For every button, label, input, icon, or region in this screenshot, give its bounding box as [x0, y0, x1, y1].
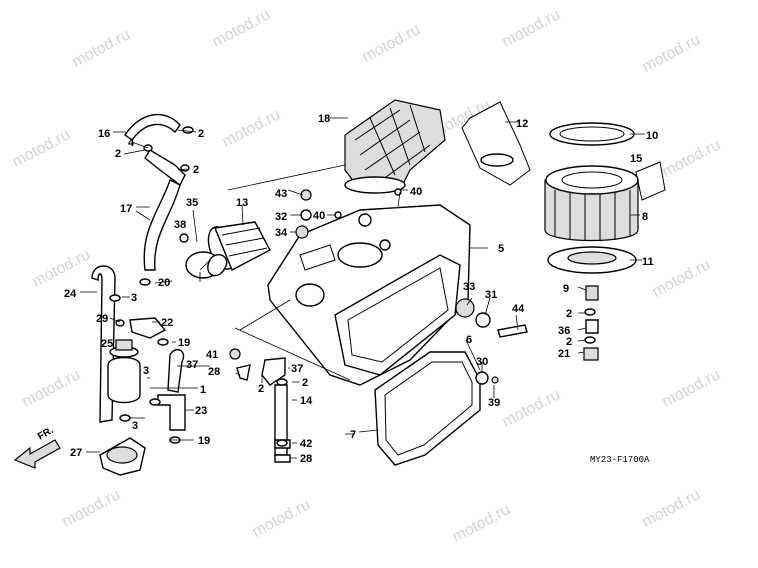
callout-2: 2: [193, 164, 199, 176]
callout-2: 2: [566, 336, 572, 348]
breather-hoses: [91, 113, 288, 456]
callout-37: 37: [291, 363, 303, 375]
callout-24: 24: [64, 288, 77, 300]
diagram-code: MY23-F1700A: [590, 455, 650, 465]
callout-41: 41: [206, 349, 218, 361]
band-27: [99, 437, 146, 476]
callout-30: 30: [476, 356, 488, 368]
small-hardware: [179, 188, 599, 463]
callout-38: 38: [174, 219, 186, 231]
air-cleaner-element-8: [544, 165, 639, 242]
callout-42: 42: [300, 438, 312, 450]
callout-25: 25: [101, 338, 113, 350]
callout-31: 31: [485, 289, 497, 301]
callout-8: 8: [642, 211, 648, 223]
front-arrow: FR.: [13, 425, 61, 469]
callout-9: 9: [563, 283, 569, 295]
callout-3: 3: [143, 365, 149, 377]
callout-6: 6: [466, 334, 472, 346]
front-label: FR.: [36, 425, 56, 443]
callout-1: 1: [200, 384, 206, 396]
drain-filter-25: [107, 339, 141, 404]
callout-19: 19: [198, 435, 210, 447]
callout-16: 16: [98, 128, 110, 140]
callout-23: 23: [195, 405, 207, 417]
callout-labels: 16 4 2 2 2 17 35 13 38 20 24 3 29 22 25 …: [64, 113, 658, 465]
callout-35: 35: [186, 197, 198, 209]
callout-2: 2: [115, 148, 121, 160]
callout-37: 37: [186, 359, 198, 371]
callout-22: 22: [161, 317, 173, 329]
callout-40: 40: [313, 210, 325, 222]
callout-28: 28: [300, 453, 312, 465]
air-cleaner-housing: [267, 204, 471, 386]
callout-15: 15: [630, 153, 642, 165]
callout-20: 20: [158, 277, 170, 289]
callout-10: 10: [646, 130, 658, 142]
callout-29: 29: [96, 313, 108, 325]
callout-36: 36: [558, 325, 570, 337]
callout-12: 12: [516, 118, 528, 130]
callout-34: 34: [275, 227, 288, 239]
spring-15: [635, 161, 666, 201]
callout-11: 11: [642, 256, 654, 268]
callout-2: 2: [302, 377, 308, 389]
callout-4: 4: [128, 137, 135, 149]
callout-5: 5: [498, 243, 504, 255]
callout-2: 2: [198, 128, 204, 140]
connecting-tube-13: [185, 221, 271, 279]
callout-2: 2: [566, 308, 572, 320]
callout-3: 3: [131, 292, 137, 304]
callout-19: 19: [178, 337, 190, 349]
case-cover-7: [374, 351, 481, 466]
callout-28: 28: [208, 366, 220, 378]
callout-43: 43: [275, 188, 287, 200]
callout-39: 39: [488, 397, 500, 409]
callout-44: 44: [512, 303, 525, 315]
hose-clips: [109, 126, 596, 447]
element-base-11: [547, 246, 637, 274]
callout-32: 32: [275, 211, 287, 223]
callout-14: 14: [300, 395, 313, 407]
callout-7: 7: [350, 429, 356, 441]
callout-21: 21: [558, 348, 570, 360]
callout-2: 2: [258, 383, 264, 395]
callout-18: 18: [318, 113, 330, 125]
callout-40: 40: [410, 186, 422, 198]
callout-27: 27: [70, 447, 82, 459]
callout-13: 13: [236, 197, 248, 209]
callout-3: 3: [132, 420, 138, 432]
callout-33: 33: [463, 281, 475, 293]
element-holder-12: [461, 101, 531, 186]
leader-lines: [80, 117, 645, 459]
callout-17: 17: [120, 203, 132, 215]
air-funnel-18: [344, 99, 446, 194]
element-cover-10: [549, 122, 635, 146]
